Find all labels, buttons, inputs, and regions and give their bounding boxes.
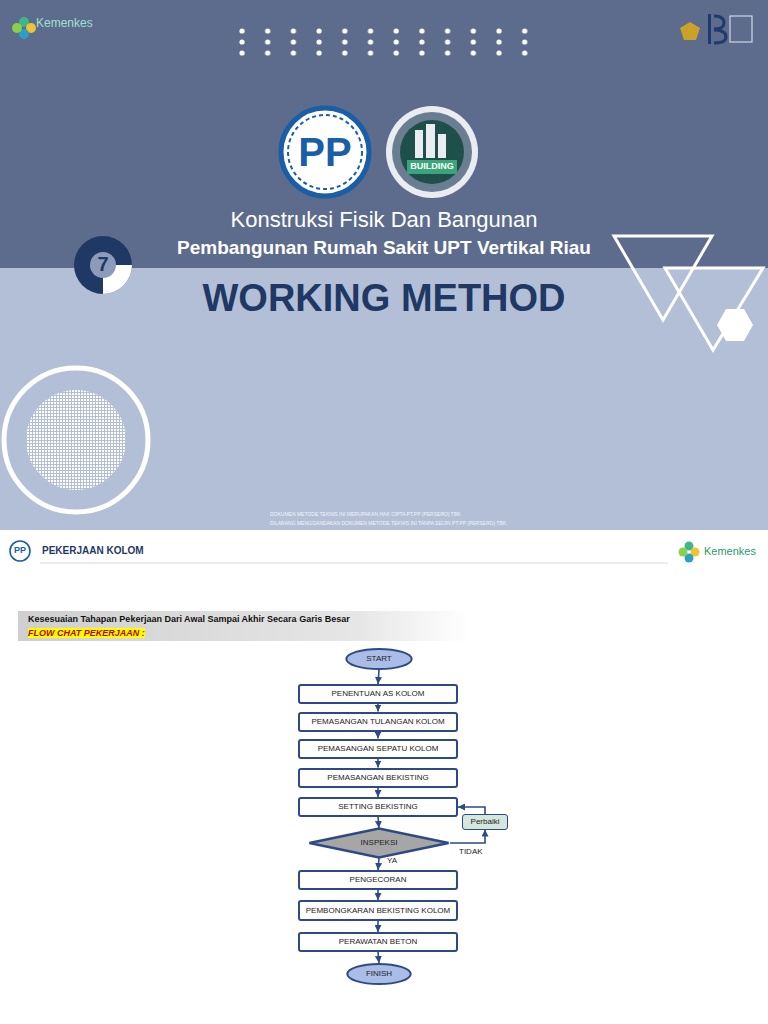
- building-icon: [415, 130, 423, 158]
- halftone-grid: [20, 386, 132, 494]
- triangle-outline: [665, 268, 763, 350]
- node-label: SETTING BEKISTING: [338, 802, 418, 811]
- dot-grid: [236, 26, 534, 59]
- node-label: PENENTUAN AS KOLOM: [332, 689, 425, 698]
- bumn-logo: [680, 14, 752, 44]
- node-label: PEMBONGKARAN BEKISTING KOLOM: [306, 906, 450, 915]
- kemenkes-icon: [12, 17, 36, 39]
- connector: [377, 788, 379, 798]
- connector: [378, 670, 379, 684]
- terminal-ellipse: FINISH: [346, 963, 412, 985]
- edge-label: YA: [386, 857, 398, 866]
- building-badge: [386, 106, 478, 198]
- logo-frame: [730, 16, 752, 42]
- section-subtitle: Kesesuaian Tahapan Pekerjaan Dari Awal S…: [28, 614, 350, 624]
- connector: [378, 952, 379, 963]
- logo-text: Kemenkes: [704, 545, 756, 558]
- process-box: PENENTUAN AS KOLOM: [298, 684, 458, 704]
- logo-text: PP: [14, 545, 26, 555]
- logo-stroke: [708, 14, 711, 44]
- garuda-emblem: [680, 22, 700, 40]
- connector: [377, 732, 379, 739]
- connector: [377, 921, 379, 932]
- flow-heading: FLOW CHAT PEKERJAAN :: [28, 628, 145, 638]
- decision-diamond: INSPEKSI: [308, 828, 450, 858]
- slide-heading: PEKERJAAN KOLOM: [42, 545, 144, 557]
- edge-label: TIDAK: [458, 848, 484, 857]
- lower-band: [0, 268, 768, 530]
- node-label: PEMASANGAN SEPATU KOLOM: [318, 744, 439, 753]
- header-rule: [40, 563, 668, 564]
- number-badge: [74, 236, 132, 294]
- badge-core: [400, 120, 464, 184]
- top-band: [0, 0, 768, 268]
- logo-ring: [288, 115, 362, 189]
- ellipse-shape: [347, 964, 410, 984]
- logo-text: PP: [298, 129, 351, 175]
- pp-logo: [281, 108, 369, 196]
- node-label: FINISH: [366, 969, 392, 978]
- leaf: [679, 548, 688, 557]
- copyright-note: DOKUMEN METODE TEKNIS INI MERUPAKAN HAK …: [270, 512, 462, 518]
- copyright-note: DILARANG MENGGANDAKAN DOKUMEN METODE TEK…: [270, 521, 507, 527]
- node-label: PEMASANGAN TULANGAN KOLOM: [311, 717, 444, 726]
- process-box: PERAWATAN BETON: [298, 932, 458, 952]
- terminal-ellipse: START: [345, 648, 413, 670]
- process-box: PEMASANGAN BEKISTING: [298, 768, 458, 788]
- node-label: START: [366, 654, 391, 663]
- ring: [4, 368, 148, 512]
- node-label: Perbaiki: [471, 817, 500, 826]
- building-icon: [426, 124, 435, 158]
- repair-box: Perbaiki: [462, 814, 508, 829]
- badge-ring: [392, 112, 472, 192]
- badge-banner: [407, 160, 457, 174]
- heading-bar: [18, 611, 470, 641]
- logo-stroke: [714, 16, 726, 43]
- logo-ring: [281, 108, 369, 196]
- badge-disc: [74, 236, 132, 294]
- ellipse-shape: [346, 649, 411, 669]
- process-box: PEMASANGAN TULANGAN KOLOM: [298, 712, 458, 732]
- project-name: Pembangunan Rumah Sakit UPT Vertikal Ria…: [177, 237, 591, 259]
- process-box: PEMASANGAN SEPATU KOLOM: [298, 739, 458, 759]
- hexagon: [717, 309, 753, 341]
- node-label: PENGECORAN: [350, 875, 407, 884]
- halftone: [20, 386, 132, 494]
- connector: [378, 817, 379, 828]
- kemenkes-icon: [679, 542, 700, 563]
- connector: [378, 858, 379, 870]
- section-number: 7: [97, 253, 108, 276]
- building-icon: [438, 134, 446, 158]
- badge-text: BUILDING: [410, 161, 454, 171]
- process-box: PENGECORAN: [298, 870, 458, 890]
- slide-ground: [0, 530, 768, 1024]
- project-heading: Konstruksi Fisik Dan Bangunan: [231, 207, 538, 232]
- connector: [458, 807, 485, 814]
- badge-outer: [386, 106, 478, 198]
- connector: [377, 759, 379, 768]
- connector: [450, 830, 485, 843]
- diamond-shape: [309, 829, 448, 858]
- leaf: [12, 23, 22, 33]
- logo-text: Kemenkes: [36, 17, 93, 31]
- connector: [377, 890, 379, 900]
- pp-mini-logo: [10, 541, 30, 561]
- triangle-outline: [614, 236, 712, 320]
- process-box: SETTING BEKISTING: [298, 797, 458, 817]
- node-label: PERAWATAN BETON: [339, 937, 418, 946]
- process-box: PEMBONGKARAN BEKISTING KOLOM: [298, 900, 458, 921]
- badge-core: [90, 252, 116, 278]
- node-label: INSPEKSI: [361, 838, 398, 847]
- connector: [377, 704, 379, 712]
- slide-title: WORKING METHOD: [202, 277, 565, 321]
- node-label: PEMASANGAN BEKISTING: [327, 773, 428, 782]
